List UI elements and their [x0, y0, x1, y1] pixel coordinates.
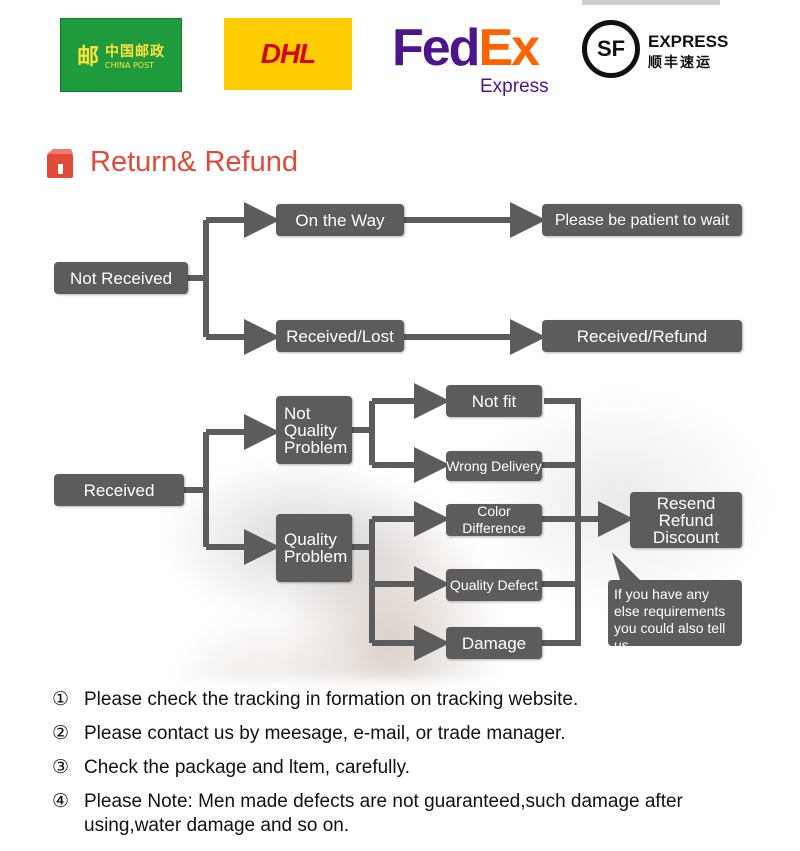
sf-chinese-text: 顺丰速运: [648, 55, 712, 71]
list-item: ④ Please Note: Men made defects are not …: [52, 790, 772, 838]
step-text: Check the package and ltem, carefully.: [84, 757, 410, 778]
node-not-received: Not Received: [54, 262, 188, 294]
sf-express-text: EXPRESS: [648, 32, 729, 51]
fedex-fed: Fed: [392, 19, 480, 77]
sf-mark: SF: [596, 36, 626, 61]
node-not-quality-problem: Not Quality Problem: [276, 396, 352, 464]
node-quality-problem: Quality Problem: [276, 514, 352, 582]
step-text: Please contact us by meesage, e-mail, or…: [84, 723, 566, 744]
note-extra-requirements: If you have any else requirements you co…: [608, 580, 742, 653]
list-item: ③ Check the package and ltem, carefully.: [52, 756, 772, 780]
steps-list: ① Please check the tracking in formation…: [52, 688, 772, 848]
node-received-refund: Received/Refund: [542, 320, 742, 352]
fedex-logo: FedEx Express: [392, 18, 572, 100]
node-wrong-delivery: Wrong Delivery: [446, 451, 542, 481]
fedex-ex: Ex: [478, 19, 540, 77]
arrow-quality-trunk: [352, 519, 375, 643]
node-not-fit: Not fit: [446, 385, 542, 417]
box-icon: [47, 149, 73, 178]
china-post-english: CHINA POST: [105, 60, 155, 70]
section-title: Return& Refund: [90, 146, 298, 178]
sf-express-logo: SF EXPRESS 顺丰速运: [582, 18, 732, 84]
node-received: Received: [54, 474, 184, 506]
note-pointer: [612, 552, 640, 580]
node-received-lost: Received/Lost: [276, 320, 404, 352]
node-on-the-way: On the Way: [276, 204, 404, 236]
node-be-patient: Please be patient to wait: [542, 204, 742, 236]
arrow-not-quality-trunk: [352, 401, 375, 465]
list-item: ② Please contact us by meesage, e-mail, …: [52, 722, 772, 746]
dhl-text: DHL: [260, 38, 317, 69]
step-text: Please Note: Men made defects are not gu…: [84, 791, 683, 836]
china-post-logo: 邮 中国邮政 CHINA POST: [60, 18, 182, 92]
list-item: ① Please check the tracking in formation…: [52, 688, 772, 712]
step-number: ③: [52, 757, 70, 778]
arrow-received-trunk: [184, 432, 209, 547]
step-number: ②: [52, 723, 70, 744]
step-number: ①: [52, 689, 70, 710]
sf-circle-icon: SF: [582, 20, 640, 78]
node-outcomes: Resend Refund Discount: [630, 492, 742, 548]
node-quality-defect: Quality Defect: [446, 569, 542, 601]
top-edge-strip: [582, 0, 720, 5]
china-post-emblem-icon: 邮: [76, 45, 99, 70]
fedex-express: Express: [480, 76, 549, 97]
step-text: Please check the tracking in formation o…: [84, 689, 579, 710]
china-post-chinese: 中国邮政: [105, 43, 165, 60]
arrow-not-received-trunk: [188, 220, 209, 337]
node-damage: Damage: [446, 627, 542, 659]
dhl-logo: DHL: [224, 18, 352, 90]
step-number: ④: [52, 791, 70, 812]
node-color-difference: Color Difference: [446, 503, 542, 536]
